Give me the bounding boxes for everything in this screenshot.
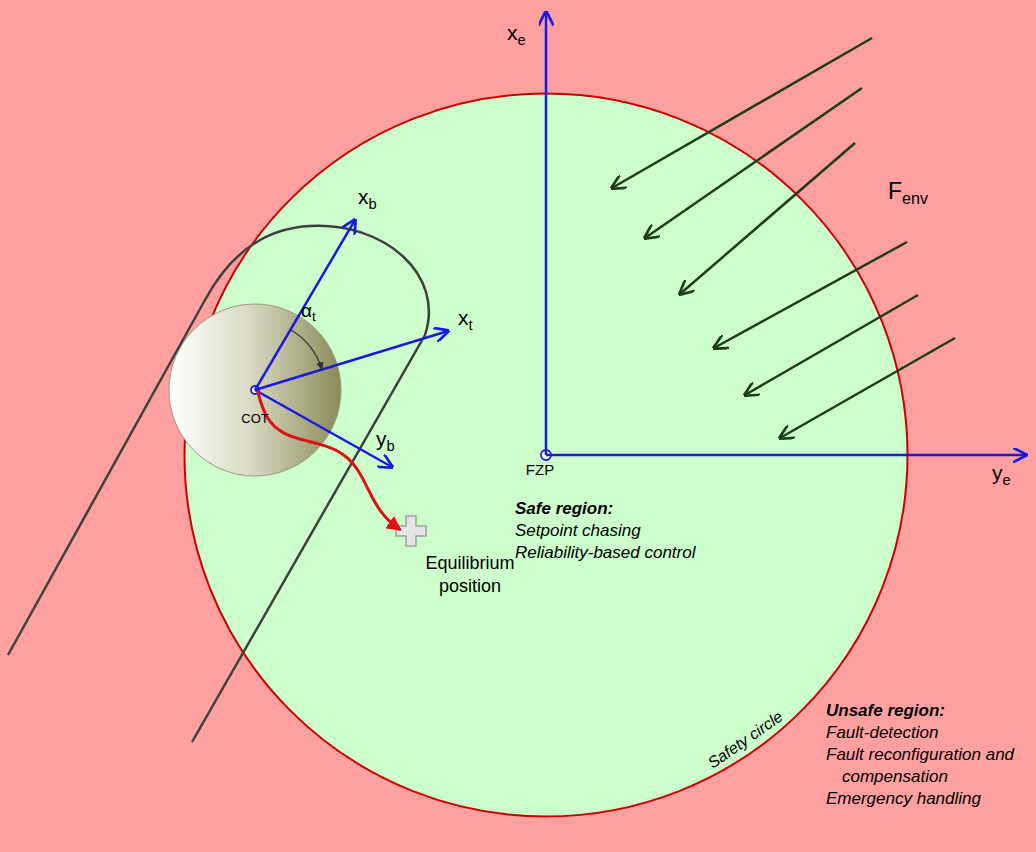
force-arrow — [645, 88, 862, 238]
axis-label: ye — [992, 460, 1011, 489]
axis-xt — [255, 331, 448, 390]
force-label: Fenv — [888, 178, 928, 208]
force-arrow — [714, 242, 907, 348]
region-item: Reliability-based control — [515, 542, 695, 564]
unsafe-text-column: Unsafe region:Fault-detectionFault recon… — [826, 700, 1036, 810]
axis-xe — [545, 12, 548, 455]
region-heading: Unsafe region: — [826, 700, 945, 722]
region-item: Setpoint chasing — [515, 520, 641, 542]
point-label: FZP — [526, 461, 554, 478]
equilibrium-cross — [395, 515, 427, 547]
force-arrow — [612, 38, 872, 188]
force-arrows — [612, 38, 955, 438]
axis-label: yb — [376, 426, 395, 455]
drift-path — [258, 392, 399, 529]
safe-text-column: Safe region:Setpoint chasingReliability-… — [515, 498, 695, 564]
vessel-outline — [8, 226, 429, 742]
axis-ye — [546, 454, 1026, 457]
force-arrow — [680, 143, 855, 294]
region-item: Emergency handling — [826, 788, 981, 810]
angle-arc — [291, 330, 323, 370]
region-item: Fault-detection — [826, 722, 938, 744]
axis-label: xb — [358, 184, 377, 213]
axis-label: xt — [458, 305, 473, 334]
angle-label: αt — [301, 300, 316, 325]
force-arrow — [745, 295, 918, 395]
force-arrow — [780, 338, 955, 438]
region-heading: Safe region: — [515, 498, 613, 520]
cross-shape — [396, 516, 426, 546]
region-item: Fault reconfiguration and compensation — [826, 744, 1036, 788]
axis-label: xe — [507, 20, 526, 49]
point-label: COT — [241, 411, 268, 426]
